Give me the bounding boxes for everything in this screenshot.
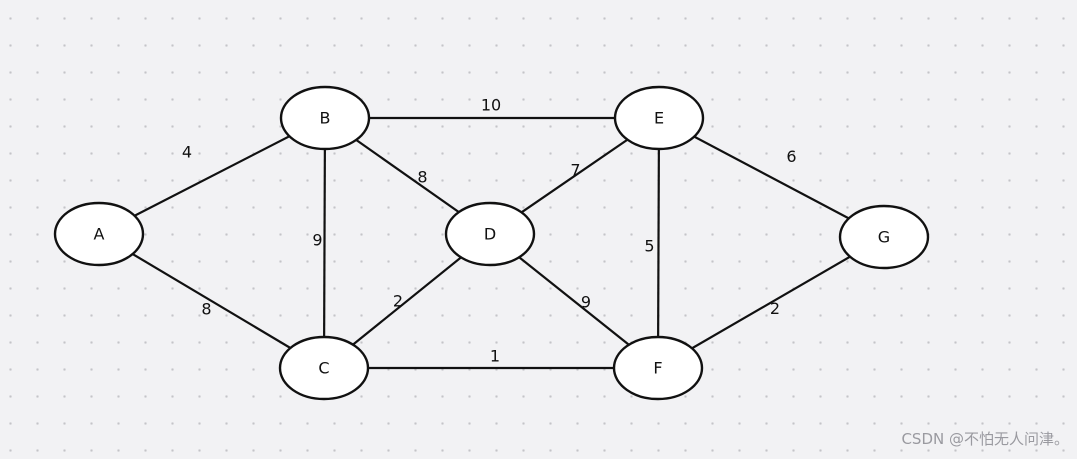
edge-b-c bbox=[322, 117, 327, 369]
node-b: B bbox=[279, 85, 371, 151]
edge-weight-f-g: 2 bbox=[770, 299, 780, 318]
edge-e-g bbox=[658, 117, 885, 238]
node-label-a: A bbox=[94, 225, 105, 244]
node-a: A bbox=[53, 201, 145, 267]
edge-weight-d-f: 9 bbox=[581, 293, 591, 312]
node-ellipse-a bbox=[53, 201, 145, 267]
node-ellipse-g bbox=[838, 204, 930, 270]
node-label-c: C bbox=[318, 359, 329, 378]
edge-weight-d-c: 2 bbox=[393, 292, 403, 311]
nodes-layer: A B C D E F G bbox=[53, 85, 930, 401]
node-g: G bbox=[838, 204, 930, 270]
edge-weight-c-f: 1 bbox=[490, 347, 500, 366]
edge-weight-a-b: 4 bbox=[182, 143, 192, 162]
edge-weight-b-e: 10 bbox=[481, 96, 501, 115]
edge-weight-e-g: 6 bbox=[786, 147, 796, 166]
node-d: D bbox=[444, 201, 536, 267]
node-ellipse-f bbox=[612, 335, 704, 401]
edge-weight-a-c: 8 bbox=[201, 300, 211, 319]
node-label-b: B bbox=[320, 109, 331, 128]
node-ellipse-c bbox=[278, 335, 370, 401]
node-ellipse-d bbox=[444, 201, 536, 267]
node-e: E bbox=[613, 85, 705, 151]
edge-a-b bbox=[98, 117, 326, 235]
edge-f-g bbox=[657, 236, 885, 369]
node-label-d: D bbox=[484, 225, 496, 244]
node-c: C bbox=[278, 335, 370, 401]
watermark-text: CSDN @不怕无人问津。 bbox=[901, 430, 1069, 448]
node-ellipse-e bbox=[613, 85, 705, 151]
edge-weight-b-d: 8 bbox=[417, 168, 427, 187]
node-label-e: E bbox=[654, 109, 664, 128]
node-f: F bbox=[612, 335, 704, 401]
node-ellipse-b bbox=[279, 85, 371, 151]
edge-weight-e-f: 5 bbox=[644, 237, 654, 256]
edge-a-c bbox=[98, 233, 325, 369]
node-label-g: G bbox=[878, 228, 890, 247]
edge-weight-b-c: 9 bbox=[312, 231, 322, 250]
edge-e-f bbox=[656, 117, 661, 369]
node-label-f: F bbox=[653, 359, 662, 378]
edge-weight-d-e: 7 bbox=[570, 161, 580, 180]
weights-layer: 4 8 10 8 9 7 2 9 5 6 1 2 bbox=[182, 96, 797, 366]
